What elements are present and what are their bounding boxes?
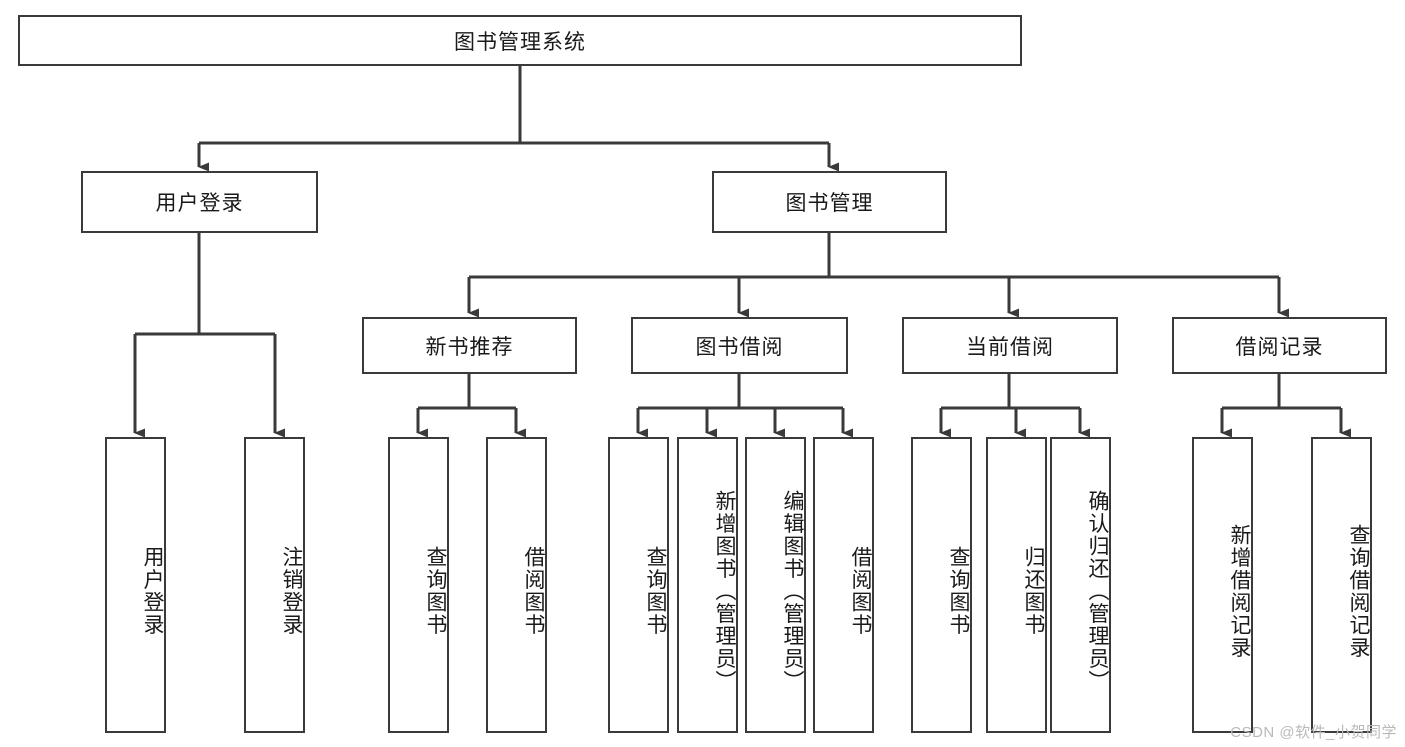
node-user-login-label: 用户登录	[155, 192, 244, 215]
node-leaf-label: 注销登录	[280, 546, 303, 636]
node-leaf-query-record[interactable]: 查询借阅记录	[1311, 437, 1372, 733]
node-leaf-label: 新增图书（管理员）	[713, 489, 736, 693]
node-current-borrow[interactable]: 当前借阅	[902, 317, 1118, 374]
node-leaf-label: 归还图书	[1022, 546, 1045, 636]
node-leaf-user-logout[interactable]: 注销登录	[244, 437, 305, 733]
node-leaf-return-book[interactable]: 归还图书	[986, 437, 1047, 733]
node-root-label: 图书管理系统	[454, 30, 586, 54]
node-leaf-query-book-rec[interactable]: 查询图书	[388, 437, 449, 733]
node-book-manage[interactable]: 图书管理	[712, 171, 947, 233]
node-leaf-label: 借阅图书	[849, 546, 872, 636]
node-borrow-record-label: 借阅记录	[1235, 335, 1324, 359]
node-book-borrow-label: 图书借阅	[695, 335, 784, 359]
node-leaf-label: 编辑图书（管理员）	[781, 489, 804, 693]
node-book-manage-label: 图书管理	[785, 192, 874, 215]
node-leaf-add-book[interactable]: 新增图书（管理员）	[677, 437, 738, 733]
node-leaf-add-record[interactable]: 新增借阅记录	[1192, 437, 1253, 733]
node-borrow-record[interactable]: 借阅记录	[1172, 317, 1387, 374]
node-current-borrow-label: 当前借阅	[966, 335, 1054, 359]
csdn-watermark: CSDN @软件_小贺同学	[1230, 724, 1397, 741]
node-leaf-confirm-return[interactable]: 确认归还（管理员）	[1050, 437, 1111, 733]
node-new-book-rec[interactable]: 新书推荐	[362, 317, 577, 374]
node-leaf-edit-book[interactable]: 编辑图书（管理员）	[745, 437, 806, 733]
node-leaf-label: 查询图书	[644, 546, 667, 636]
node-leaf-borrow-book-rec[interactable]: 借阅图书	[486, 437, 547, 733]
node-leaf-borrow-book-bor[interactable]: 借阅图书	[813, 437, 874, 733]
node-leaf-label: 查询图书	[947, 546, 970, 636]
node-root[interactable]: 图书管理系统	[18, 15, 1022, 66]
node-leaf-label: 用户登录	[141, 546, 164, 636]
node-book-borrow[interactable]: 图书借阅	[631, 317, 848, 374]
node-leaf-query-book-bor[interactable]: 查询图书	[608, 437, 669, 733]
node-leaf-query-book-cur[interactable]: 查询图书	[911, 437, 972, 733]
node-leaf-label: 新增借阅记录	[1228, 523, 1251, 659]
node-leaf-user-login[interactable]: 用户登录	[105, 437, 166, 733]
node-leaf-label: 确认归还（管理员）	[1086, 489, 1109, 693]
node-leaf-label: 借阅图书	[522, 546, 545, 636]
node-leaf-label: 查询借阅记录	[1347, 523, 1370, 659]
node-leaf-label: 查询图书	[424, 546, 447, 636]
node-new-book-rec-label: 新书推荐	[425, 335, 514, 359]
node-user-login[interactable]: 用户登录	[81, 171, 318, 233]
